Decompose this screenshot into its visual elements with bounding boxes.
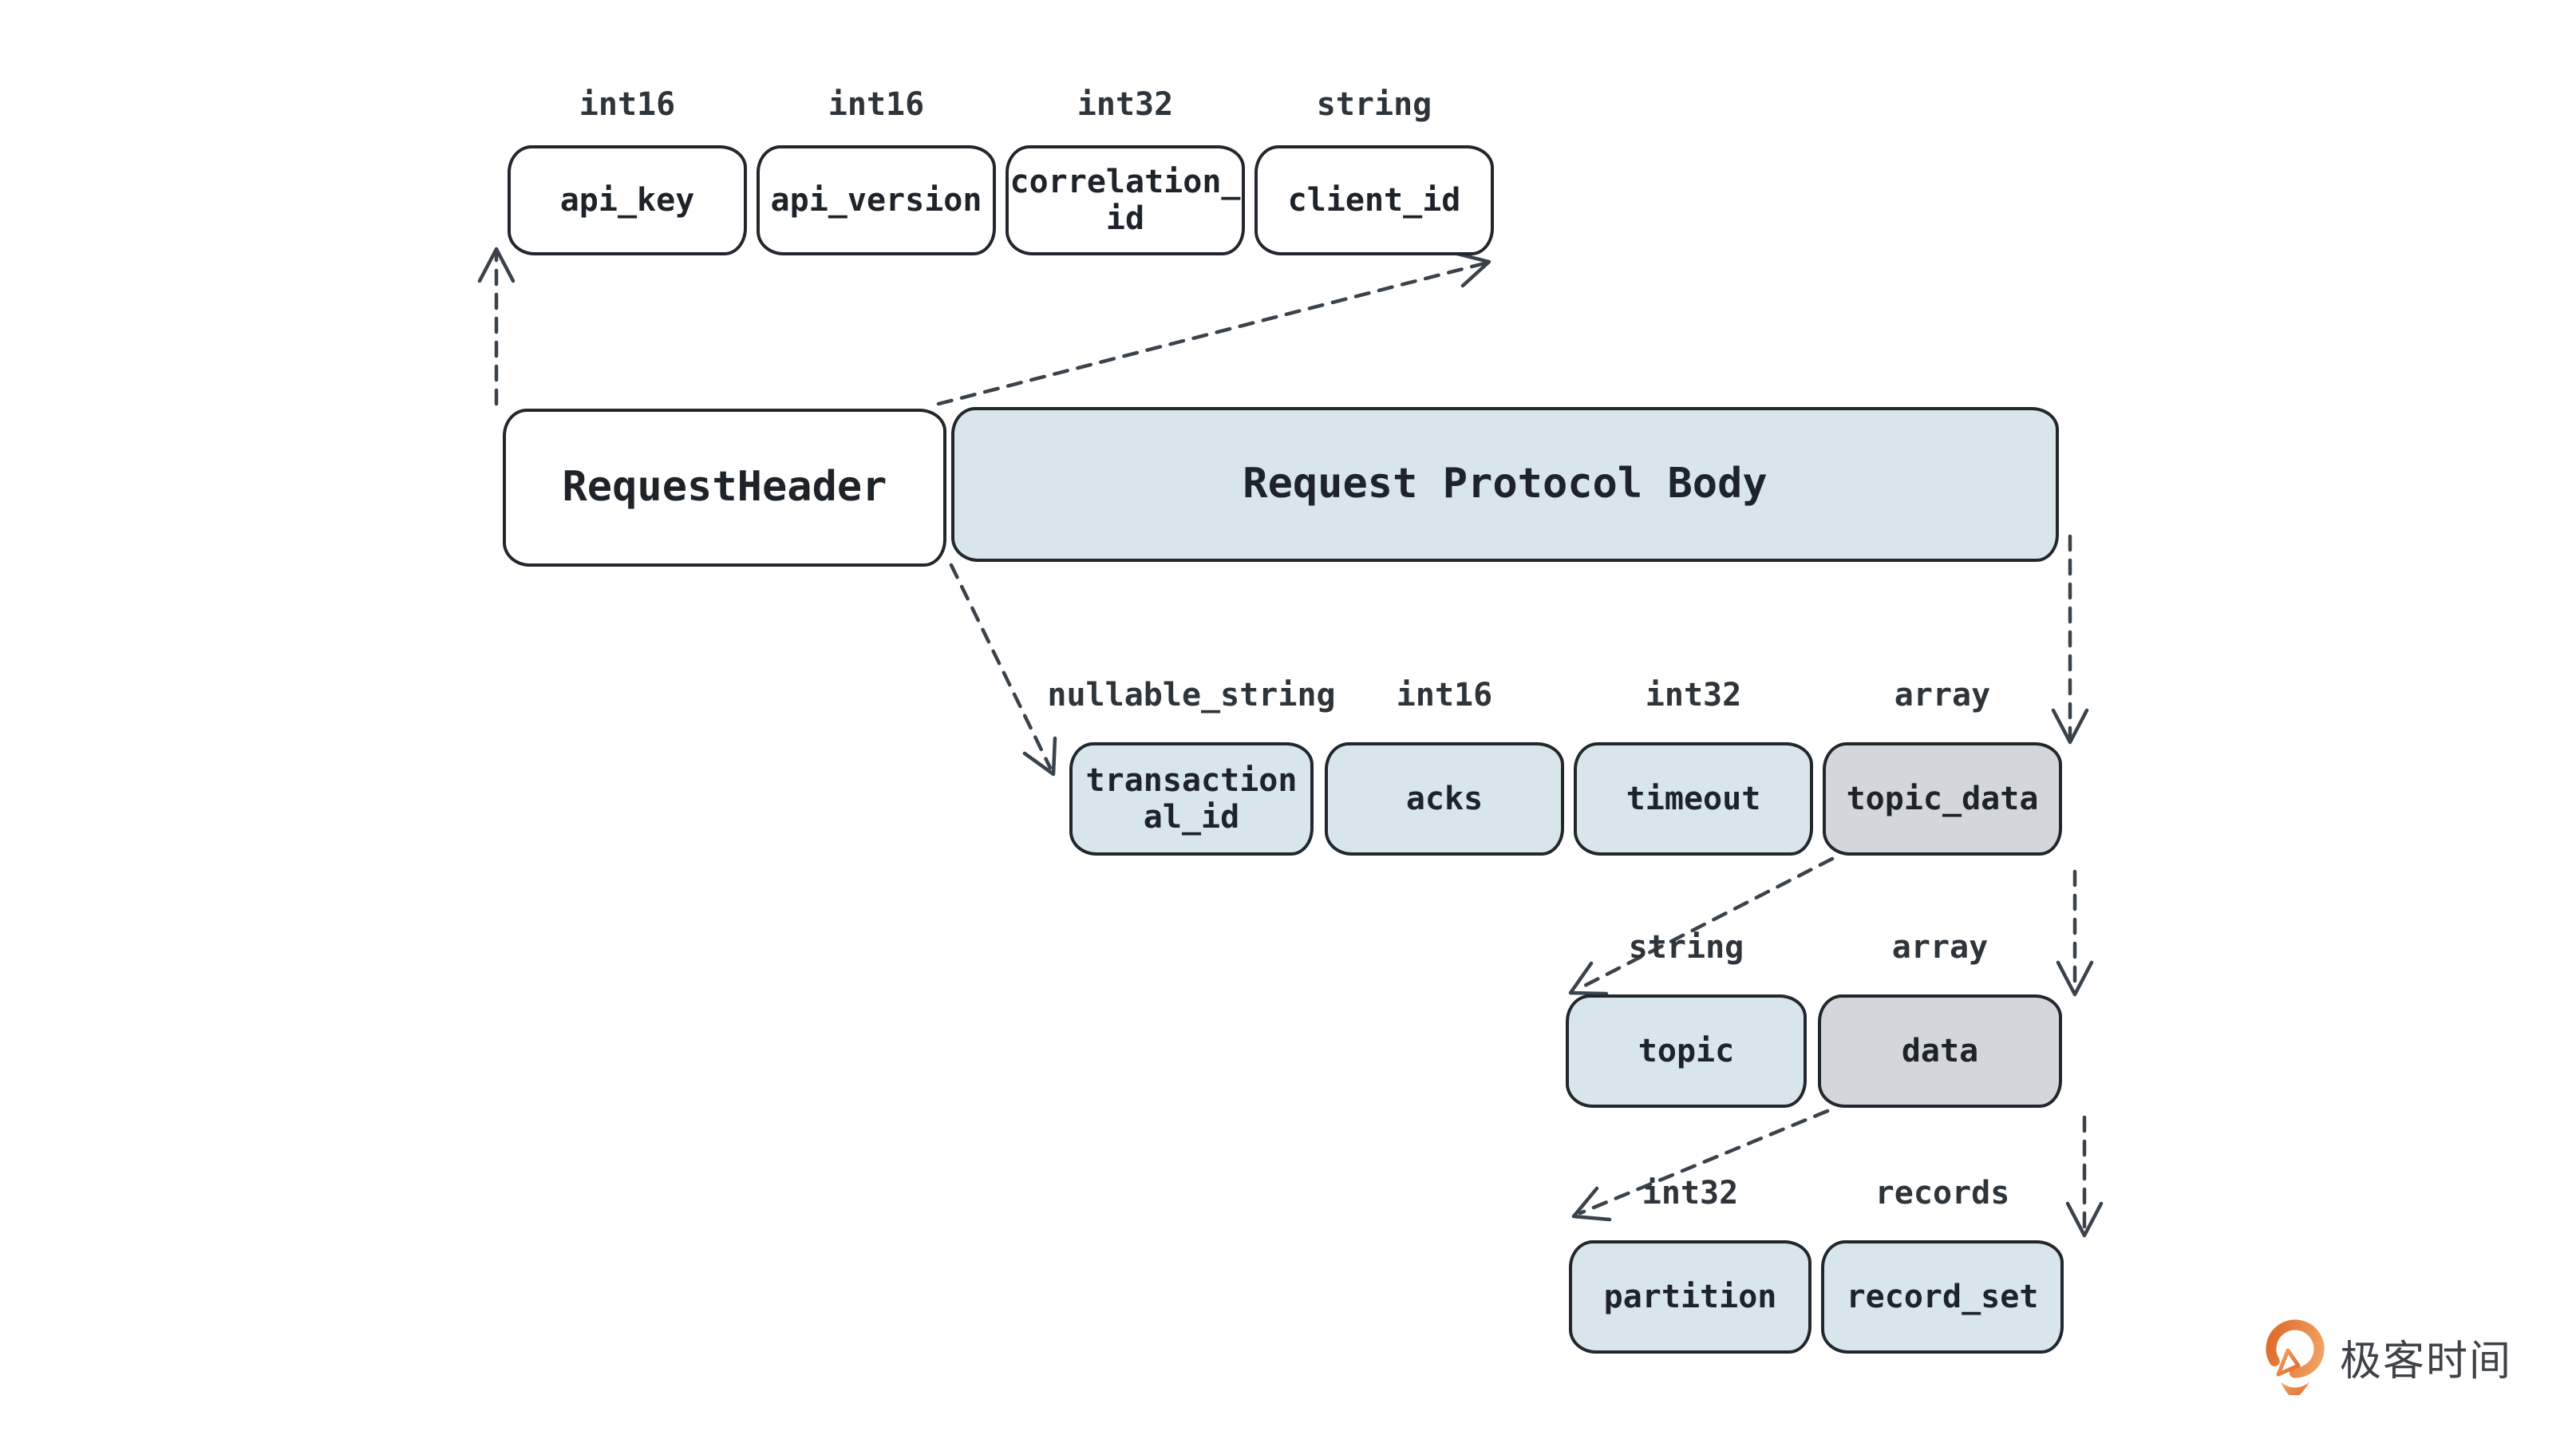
arrow-body-to-transactionalid <box>949 563 1057 777</box>
field-box-topic: topic <box>1566 994 1807 1108</box>
type-label-api-key: int16 <box>579 86 676 123</box>
field-box-transactional-id: transaction al_id <box>1069 742 1314 856</box>
type-label-partition: int32 <box>1642 1175 1739 1212</box>
type-label-api-version: int16 <box>828 86 925 123</box>
field-box-data: data <box>1818 994 2062 1108</box>
type-label-correlation-id: int32 <box>1077 86 1174 123</box>
type-label-client-id: string <box>1316 86 1432 123</box>
arrow-requestheader-to-clientid <box>936 251 1491 406</box>
arrow-topicdata-to-topic <box>1568 856 1835 996</box>
field-box-api-version: api_version <box>757 145 996 255</box>
type-label-record-set: records <box>1875 1175 2010 1212</box>
type-label-acks: int16 <box>1396 677 1493 714</box>
field-box-timeout: timeout <box>1574 742 1813 856</box>
brand-name: 极客时间 <box>2340 1337 2513 1386</box>
field-box-topic-data: topic_data <box>1823 742 2062 856</box>
type-label-topic: string <box>1628 929 1744 966</box>
brand-watermark: 极客时间 <box>2263 1318 2512 1395</box>
arrow-topicdata-to-data <box>2056 869 2094 997</box>
request-header-block: RequestHeader <box>503 409 946 567</box>
type-label-data: array <box>1891 929 1989 966</box>
field-box-partition: partition <box>1569 1240 1811 1354</box>
arrow-requestheader-to-apikey <box>477 247 516 406</box>
type-label-transactional-id: nullable_string <box>1047 677 1336 714</box>
arrow-data-to-recordset <box>2065 1115 2104 1238</box>
field-box-correlation-id: correlation_ id <box>1006 145 1245 255</box>
field-box-client-id: client_id <box>1254 145 1494 255</box>
geektime-logo-icon <box>2266 1319 2325 1395</box>
request-protocol-body-block: Request Protocol Body <box>951 407 2059 562</box>
type-label-topic-data: array <box>1894 677 1991 714</box>
arrow-body-to-topicdata <box>2051 534 2089 745</box>
type-label-timeout: int32 <box>1645 677 1742 714</box>
field-box-record-set: record_set <box>1821 1240 2064 1354</box>
arrow-data-to-partition <box>1571 1109 1830 1222</box>
field-box-api-key: api_key <box>508 145 747 255</box>
field-box-acks: acks <box>1325 742 1564 856</box>
